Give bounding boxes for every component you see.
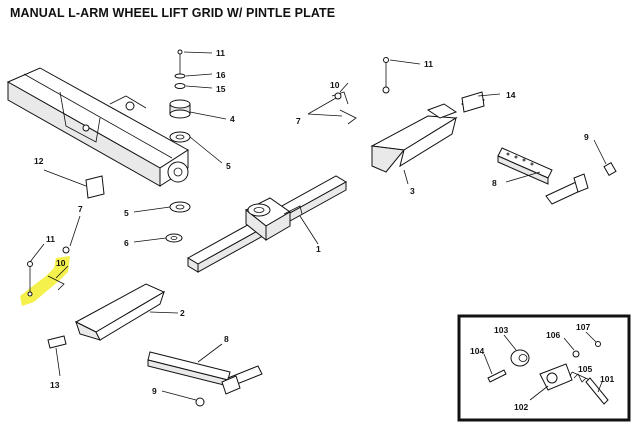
leader-lines — [29, 51, 607, 401]
callout-9: 9 — [584, 132, 589, 142]
callout-12: 12 — [34, 156, 44, 166]
callout-5: 5 — [124, 208, 129, 218]
callout-8: 8 — [224, 334, 229, 344]
callout-10: 10 — [56, 258, 66, 268]
callout-5: 5 — [226, 161, 231, 171]
pintle-inset: 103 106 107 104 105 101 102 — [457, 314, 631, 422]
callout-101: 101 — [600, 374, 614, 384]
callout-14: 14 — [506, 90, 516, 100]
callout-102: 102 — [514, 402, 528, 412]
callout-107: 107 — [576, 322, 590, 332]
callout-106: 106 — [546, 330, 560, 340]
callout-103: 103 — [494, 325, 508, 335]
decals — [47, 91, 485, 349]
left-extension — [147, 351, 263, 407]
highlight-mark — [20, 256, 70, 306]
right-arm — [331, 57, 485, 173]
cross-tube — [186, 175, 348, 273]
callout-11: 11 — [216, 48, 225, 58]
callout-104: 104 — [470, 346, 484, 356]
callout-7: 7 — [296, 116, 301, 126]
callout-6: 6 — [124, 238, 129, 248]
callout-1: 1 — [316, 244, 321, 254]
callout-4: 4 — [230, 114, 235, 124]
callout-8: 8 — [492, 178, 497, 188]
callout-16: 16 — [216, 70, 226, 80]
callout-105: 105 — [578, 364, 592, 374]
pivot-stack — [165, 49, 191, 243]
callout-10: 10 — [330, 80, 340, 90]
main-beam — [6, 67, 189, 187]
left-arm — [27, 246, 166, 341]
callout-7: 7 — [78, 204, 83, 214]
callout-11: 11 — [424, 59, 433, 69]
callout-15: 15 — [216, 84, 226, 94]
right-extension — [497, 147, 617, 205]
callout-3: 3 — [410, 186, 415, 196]
callout-9: 9 — [152, 386, 157, 396]
callout-11: 11 — [46, 234, 55, 244]
callout-2: 2 — [180, 308, 185, 318]
diagram-title: MANUAL L-ARM WHEEL LIFT GRID W/ PINTLE P… — [10, 6, 336, 20]
callout-13: 13 — [50, 380, 60, 390]
callout-labels: 11 16 15 4 5 10 11 7 14 9 3 8 12 5 6 1 7… — [34, 48, 589, 396]
